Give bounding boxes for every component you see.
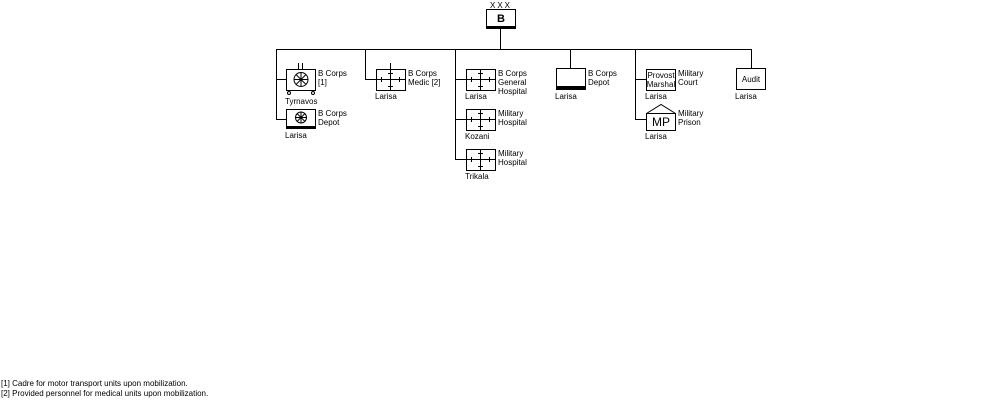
hospital-cross-symbol — [466, 109, 496, 131]
unit-location-depot-1: Larisa — [285, 131, 307, 140]
unit-location-depot-2: Larisa — [555, 92, 577, 101]
unit-location-trikala: Trikala — [465, 172, 489, 181]
medical-cross-symbol — [376, 63, 406, 91]
provost-box-line-1: Provost — [647, 71, 675, 80]
unit-location-medic: Larisa — [375, 92, 397, 101]
hq-label: B — [497, 13, 505, 25]
motorized-transport-symbol — [286, 63, 316, 95]
provost-box-line-2: Marshal — [647, 80, 676, 89]
unit-location-tyrnavos: Tyrnavos — [285, 97, 318, 106]
unit-name-military-court: Military Court — [678, 69, 704, 87]
hq-box: XXX B — [486, 1, 516, 29]
unit-location-audit: Larisa — [735, 92, 757, 101]
audit-box-text: Audit — [742, 75, 761, 84]
unit-location-kozani: Kozani — [465, 132, 490, 141]
military-prison-symbol: MP — [646, 103, 676, 131]
unit-name-corps-depot-2: B Corps Depot — [588, 69, 617, 87]
hospital-cross-symbol — [466, 149, 496, 171]
unit-name-corps-medic: B Corps Medic [2] — [408, 69, 441, 87]
unit-name-military-prison: Military Prison — [678, 109, 704, 127]
hq-echelon-mark: XXX — [490, 1, 512, 10]
footnote-2: [2] Provided personnel for medical units… — [1, 389, 209, 398]
unit-name-corps-1: B Corps [1] — [318, 69, 347, 87]
hospital-cross-symbol — [466, 69, 496, 91]
audit-symbol: Audit — [736, 68, 766, 90]
supply-depot-symbol — [556, 68, 586, 90]
unit-name-corps-depot-1: B Corps Depot — [318, 109, 347, 127]
footnote-1: [1] Cadre for motor transport units upon… — [1, 379, 188, 388]
unit-location-general-hospital: Larisa — [465, 92, 487, 101]
unit-location-prison: Larisa — [645, 132, 667, 141]
transport-depot-symbol — [286, 109, 316, 129]
unit-name-general-hospital: B Corps General Hospital — [498, 69, 527, 96]
mp-box-text: MP — [652, 115, 670, 129]
provost-marshal-symbol: Provost Marshal — [646, 69, 676, 91]
unit-name-hospital-trikala: Military Hospital — [498, 149, 527, 167]
unit-name-hospital-kozani: Military Hospital — [498, 109, 527, 127]
unit-location-court: Larisa — [645, 92, 667, 101]
